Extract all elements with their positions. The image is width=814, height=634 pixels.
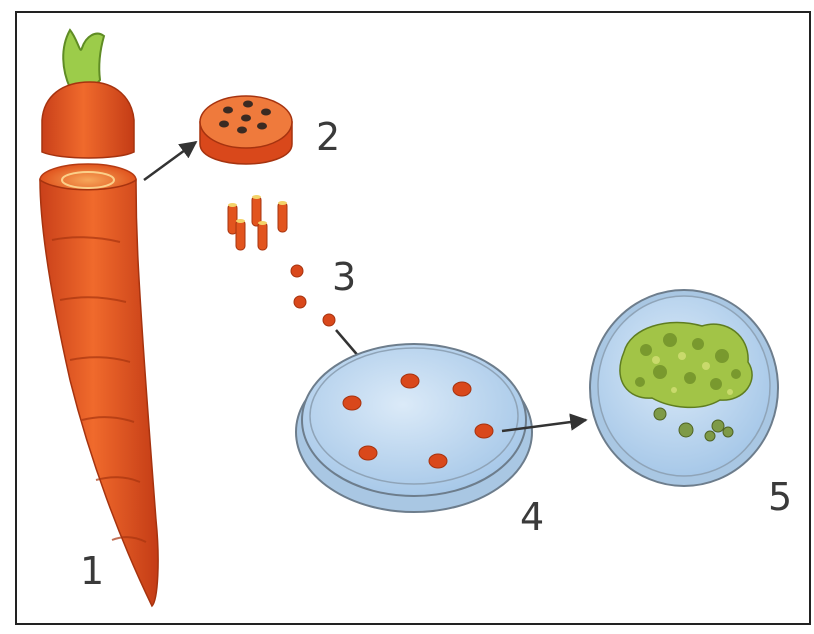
- label-step-2: 2: [316, 118, 340, 156]
- carrot-disc: [200, 96, 292, 164]
- label-step-1: 1: [80, 552, 104, 590]
- petri-dish-callus: [590, 290, 778, 486]
- label-step-3: 3: [332, 258, 356, 296]
- petri-dish-explants: [296, 344, 532, 512]
- label-step-4: 4: [520, 498, 544, 536]
- label-step-5: 5: [768, 478, 792, 516]
- callus-mass: [620, 322, 752, 407]
- carrot-top-cap: [42, 82, 134, 158]
